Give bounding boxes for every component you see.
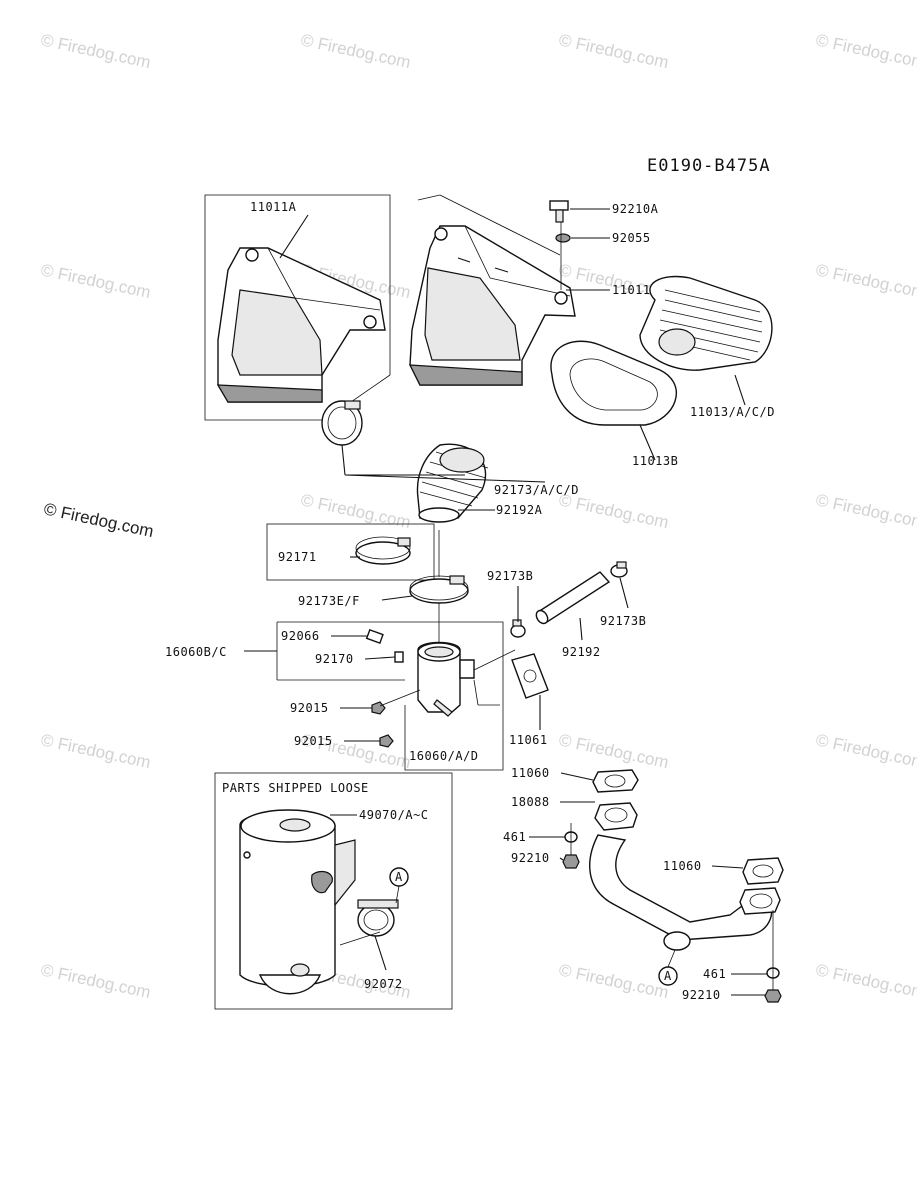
part-label-461-b: 461 bbox=[703, 967, 726, 981]
clamp-92171-frame bbox=[266, 523, 435, 581]
cover-11011A-frame bbox=[204, 194, 391, 421]
fitting-16060AD bbox=[417, 641, 475, 717]
washer-92055 bbox=[555, 233, 571, 243]
watermark: © Firedog.com bbox=[42, 499, 155, 541]
part-label-92066: 92066 bbox=[281, 629, 320, 643]
part-label-11013ACD: 11013/A/C/D bbox=[690, 405, 775, 419]
part-label-92055: 92055 bbox=[612, 231, 651, 245]
marker-a-label: A bbox=[395, 870, 403, 884]
part-label-92210A: 92210A bbox=[612, 202, 659, 216]
part-label-92015-a: 92015 bbox=[290, 701, 329, 715]
watermark: © Firedog.com bbox=[557, 30, 670, 72]
watermark: © Firedog.com bbox=[39, 30, 152, 72]
watermark: © Firedog.com bbox=[814, 490, 917, 532]
air-filter-11013 bbox=[639, 275, 773, 371]
watermark: © Firedog.com bbox=[557, 730, 670, 772]
clamp-92173ACD bbox=[321, 400, 363, 446]
part-label-16060BC: 16060B/C bbox=[165, 645, 227, 659]
part-label-92173ACD: 92173/A/C/D bbox=[494, 483, 579, 497]
part-label-92192: 92192 bbox=[562, 645, 601, 659]
bolt-92210A bbox=[549, 200, 569, 223]
bracket-16060BC bbox=[277, 621, 504, 771]
watermark: © Firedog.com bbox=[814, 960, 917, 1002]
clamp-92173B-b bbox=[610, 561, 628, 578]
part-labels: 11011A 92210A 92055 11011 11013/A/C/D 11… bbox=[165, 200, 775, 1002]
part-label-92210-b: 92210 bbox=[682, 988, 721, 1002]
part-label-11013B: 11013B bbox=[632, 454, 678, 468]
part-label-11011: 11011 bbox=[612, 283, 651, 297]
part-label-92173B-b: 92173B bbox=[600, 614, 646, 628]
muffler-49070 bbox=[239, 809, 356, 995]
part-label-18088: 18088 bbox=[511, 795, 550, 809]
watermark: © Firedog.com bbox=[299, 490, 412, 532]
diagram-code: E0190-B475A bbox=[647, 156, 771, 176]
part-label-49070: 49070/A~C bbox=[359, 808, 429, 822]
clamp-92171 bbox=[355, 536, 411, 565]
watermark: © Firedog.com bbox=[299, 30, 412, 72]
marker-a-pipe-label: A bbox=[664, 969, 672, 983]
plug-92066 bbox=[365, 628, 384, 644]
hose-92192 bbox=[535, 571, 611, 625]
watermark-layer: © Firedog.com © Firedog.com © Firedog.co… bbox=[39, 30, 917, 1002]
part-label-92072: 92072 bbox=[364, 977, 403, 991]
part-label-11060-b: 11060 bbox=[663, 859, 702, 873]
pre-cleaner-11013B bbox=[550, 340, 678, 426]
part-label-461-a: 461 bbox=[503, 830, 526, 844]
gasket-11061 bbox=[511, 653, 549, 699]
part-label-92171: 92171 bbox=[278, 550, 317, 564]
part-label-92015-b: 92015 bbox=[294, 734, 333, 748]
watermark: © Firedog.com bbox=[39, 730, 152, 772]
nut-92015-b bbox=[379, 734, 394, 748]
cover-11011A-group bbox=[204, 194, 391, 421]
nut-92015-a bbox=[371, 701, 386, 715]
nut-92210-a bbox=[562, 854, 580, 869]
gasket-11060-a bbox=[592, 769, 639, 793]
part-label-92173B-a: 92173B bbox=[487, 569, 533, 583]
leader-lines bbox=[244, 208, 767, 996]
part-label-92173EF: 92173E/F bbox=[298, 594, 360, 608]
watermark: © Firedog.com bbox=[557, 960, 670, 1002]
gasket-11060-b bbox=[742, 857, 784, 885]
nipple-92170 bbox=[394, 651, 404, 663]
watermark: © Firedog.com bbox=[814, 730, 917, 772]
part-label-11011A: 11011A bbox=[250, 200, 297, 214]
watermark: © Firedog.com bbox=[814, 30, 917, 72]
parts-shipped-loose-frame bbox=[214, 772, 453, 1010]
watermark: © Firedog.com bbox=[39, 260, 152, 302]
watermark: © Firedog.com bbox=[814, 260, 917, 302]
clamp-92072 bbox=[357, 899, 399, 937]
part-label-11060-a: 11060 bbox=[511, 766, 550, 780]
elbow-hose-92192A bbox=[416, 443, 489, 523]
part-label-92170: 92170 bbox=[315, 652, 354, 666]
nut-92210-b bbox=[764, 989, 782, 1003]
parts-shipped-loose-label: PARTS SHIPPED LOOSE bbox=[222, 781, 369, 795]
cover-11011-group bbox=[408, 194, 576, 386]
watermark: © Firedog.com bbox=[39, 960, 152, 1002]
part-label-11061: 11061 bbox=[509, 733, 548, 747]
part-label-92210-a: 92210 bbox=[511, 851, 550, 865]
exhaust-pipe-18088 bbox=[589, 802, 781, 951]
part-label-92192A: 92192A bbox=[496, 503, 543, 517]
clamp-92173B-a bbox=[510, 619, 526, 638]
part-label-16060AD: 16060/A/D bbox=[409, 749, 479, 763]
